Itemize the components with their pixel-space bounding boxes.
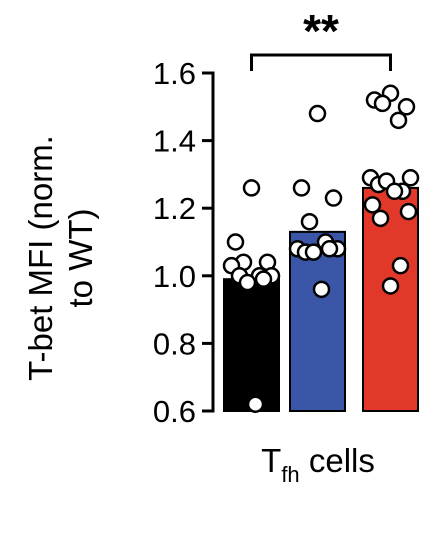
y-axis-label-line2: to WT) bbox=[62, 209, 99, 308]
data-point bbox=[373, 94, 392, 113]
data-point bbox=[363, 196, 382, 214]
data-point bbox=[226, 233, 245, 251]
y-tick-label: 1.4 bbox=[153, 124, 196, 159]
data-point bbox=[292, 179, 311, 197]
data-point bbox=[238, 273, 257, 292]
y-tick-label: 0.6 bbox=[153, 394, 196, 429]
data-point bbox=[320, 240, 339, 258]
significance-bracket: ** bbox=[250, 5, 392, 71]
y-axis-ticks: 0.6 0.8 1.0 1.2 1.4 1.6 bbox=[153, 56, 213, 429]
data-point bbox=[312, 280, 331, 299]
data-points bbox=[222, 84, 420, 413]
bar bbox=[289, 230, 346, 412]
data-point bbox=[324, 189, 343, 207]
bar bbox=[362, 186, 419, 412]
y-tick-label: 0.8 bbox=[153, 326, 196, 361]
y-tick-label: 1.2 bbox=[153, 191, 196, 226]
data-point bbox=[391, 256, 410, 275]
data-point bbox=[389, 111, 408, 130]
data-point bbox=[254, 270, 273, 288]
y-tick-label: 1.0 bbox=[153, 259, 196, 294]
data-point bbox=[304, 243, 323, 261]
bars bbox=[223, 186, 419, 412]
significance-label: ** bbox=[303, 5, 339, 57]
data-point bbox=[300, 212, 319, 231]
significance-bracket-line bbox=[250, 53, 392, 71]
y-axis-label-line1: T-bet MFI (norm. bbox=[22, 135, 59, 381]
data-point bbox=[371, 209, 390, 228]
data-point bbox=[399, 202, 418, 221]
data-point bbox=[381, 277, 400, 295]
x-axis-label-suffix: cells bbox=[300, 442, 375, 479]
data-point bbox=[401, 169, 420, 187]
data-point bbox=[242, 179, 261, 197]
x-axis-label-subscript: fh bbox=[281, 462, 299, 487]
x-axis-label-main: T bbox=[261, 442, 281, 479]
data-point bbox=[385, 182, 404, 201]
bar bbox=[223, 278, 280, 412]
data-point bbox=[397, 98, 416, 116]
data-point bbox=[246, 395, 265, 413]
data-point bbox=[308, 104, 327, 123]
y-axis-label: T-bet MFI (norm. to WT) bbox=[22, 135, 99, 381]
y-tick-label: 1.6 bbox=[153, 56, 196, 91]
x-axis-label: Tfh cells bbox=[261, 442, 375, 487]
